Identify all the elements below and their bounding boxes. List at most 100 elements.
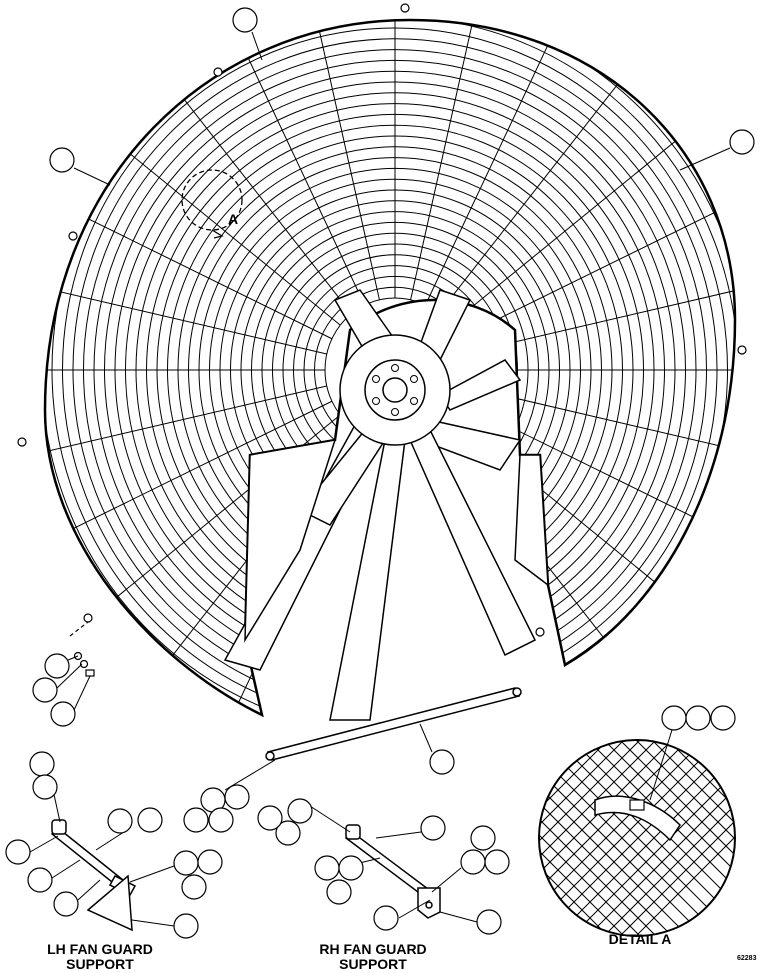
view-a-marker [181, 169, 243, 239]
callout-balloon [232, 7, 258, 33]
callout-balloon [224, 784, 250, 810]
leader-line [375, 831, 422, 839]
leader-line [398, 899, 431, 919]
detail-wire [556, 740, 735, 936]
hub-bolts [372, 364, 418, 416]
detail-wire [539, 740, 735, 936]
callout-balloon [373, 905, 399, 931]
lh-fan-guard-support [50, 819, 137, 932]
lh-fan-guard-support-label: LH FAN GUARD SUPPORT [20, 942, 180, 972]
leader-line [129, 865, 175, 883]
callout-balloon [476, 909, 502, 935]
callout-balloon [685, 705, 711, 731]
rh-label-line-2: SUPPORT [339, 956, 407, 972]
fastener-hardware [69, 621, 95, 677]
detail-wire [539, 740, 688, 936]
callout-balloon [181, 874, 207, 900]
leader-line [419, 723, 433, 753]
detail-wire [604, 740, 735, 936]
detail-wire [539, 740, 672, 936]
guard-spoke [457, 400, 735, 562]
detail-wire [540, 740, 735, 936]
detail-wire [715, 740, 735, 936]
guard-spoke [410, 20, 492, 300]
lh-label-line-2: SUPPORT [66, 956, 134, 972]
callout-balloon [729, 129, 755, 155]
figure-number: 62283 [737, 955, 757, 962]
leader-line [251, 31, 263, 61]
detail-wire [731, 740, 735, 936]
rh-fan-guard-support [344, 824, 441, 919]
callout-balloon [50, 701, 76, 727]
leader-line [431, 867, 462, 893]
detail-wire [539, 740, 721, 936]
fan-shroud-left [244, 439, 337, 643]
detail-wire [651, 740, 735, 936]
lh-label-line-1: LH FAN GUARD [47, 941, 153, 957]
callout-balloon [314, 855, 340, 881]
detail-wire [683, 740, 735, 936]
detail-wire [555, 740, 735, 936]
callout-balloon [275, 820, 301, 846]
fan-assembly [223, 289, 549, 721]
callout-balloon [470, 825, 496, 851]
fan-hub-bore [382, 377, 408, 403]
fan-guard-outline [43, 18, 737, 718]
callout-balloon [32, 677, 58, 703]
detail-a-view [301, 739, 736, 937]
callout-balloon [420, 815, 446, 841]
callout-balloon [484, 849, 510, 875]
detail-wire [301, 740, 496, 935]
guard-spoke [126, 25, 352, 315]
callout-balloon [429, 749, 455, 775]
leader-line [77, 879, 101, 901]
rh-label-line-1: RH FAN GUARD [319, 941, 427, 957]
callout-balloon [710, 705, 736, 731]
guard-spoke [45, 271, 327, 355]
callout-balloon [27, 867, 53, 893]
callout-balloon [5, 839, 31, 865]
detail-wire [539, 740, 608, 936]
callout-balloon [326, 879, 352, 905]
detail-wire [539, 740, 640, 936]
callout-balloon [29, 751, 55, 777]
guard-stay-rod [265, 687, 522, 761]
callout-balloon [32, 774, 58, 800]
detail-wire [603, 740, 735, 936]
guard-spoke [463, 271, 735, 355]
detail-wire [539, 740, 656, 936]
detail-a-label: DETAIL A [608, 931, 672, 947]
guard-spoke [298, 20, 380, 300]
leader-line [131, 919, 175, 927]
leader-line [67, 655, 79, 661]
callout-balloon [197, 849, 223, 875]
detail-wire [539, 740, 560, 936]
leader-line [73, 675, 91, 711]
detail-wire [539, 740, 641, 936]
callout-balloon [107, 808, 133, 834]
detail-wire [539, 740, 657, 936]
detail-wire [619, 740, 735, 936]
detail-wire [539, 740, 561, 936]
detail-wire [539, 740, 704, 936]
callout-balloon [287, 798, 313, 824]
detail-wire [588, 740, 735, 936]
guard-spoke [438, 25, 664, 315]
view-a-letter: A [228, 211, 238, 227]
leader-line [73, 167, 111, 186]
callout-balloon [257, 805, 283, 831]
callout-balloon [661, 705, 687, 731]
leader-line [439, 911, 478, 923]
callout-balloon [44, 653, 70, 679]
detail-wire [539, 740, 624, 936]
callout-balloon [173, 850, 199, 876]
detail-wire [620, 740, 735, 936]
callout-balloon [49, 147, 75, 173]
leader-line [51, 859, 81, 879]
detail-wire [587, 740, 735, 936]
leader-line [309, 805, 351, 833]
callout-balloon [460, 849, 486, 875]
leader-line [29, 835, 59, 853]
leader-line [649, 729, 673, 801]
